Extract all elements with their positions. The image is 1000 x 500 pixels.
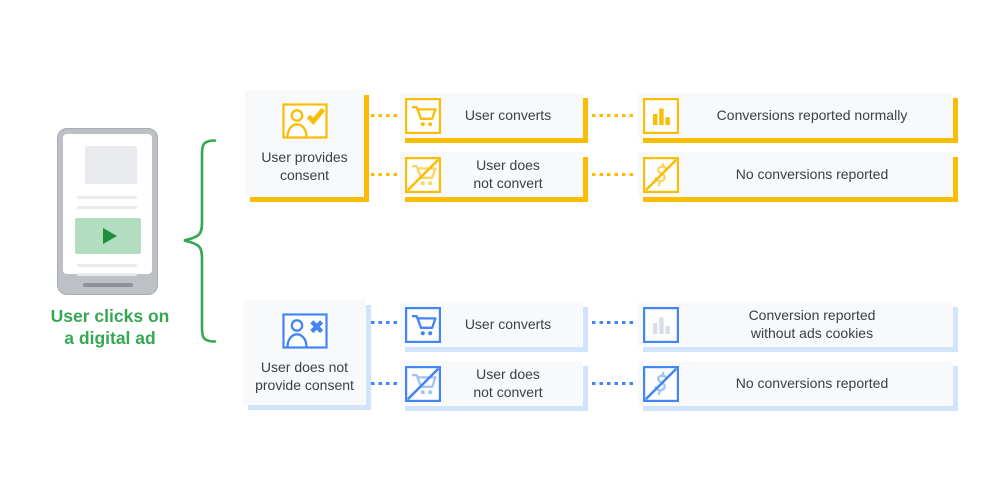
device-caption: User clicks on a digital ad [50,306,170,349]
phone-screen [63,134,152,276]
connector-dotted-line [371,382,398,385]
outcome-converts-box: User converts [400,93,583,138]
cart-icon [405,97,441,134]
consent-not-provided-box: User does not provide consent [243,300,366,405]
outcome-label: User does not convert [473,366,543,400]
consent-not-provided-label: User does not provide consent [255,359,354,394]
ad-banner-placeholder [85,146,137,184]
connector-dotted-line [592,321,634,324]
consent-provided-label: User provides consent [261,149,348,184]
person-x-icon [281,313,328,349]
outcome-converts-box: User converts [400,302,583,347]
smartphone-icon [57,128,158,295]
video-ad-placeholder [75,218,141,254]
connector-dotted-line [592,173,634,176]
result-label: Conversions reported normally [716,106,908,123]
result-label: Conversion reported without ads cookies [748,307,876,341]
connector-dotted-line [592,114,634,117]
consent-provided-box: User provides consent [245,90,364,197]
text-line-placeholder [77,196,137,199]
outcome-label: User does not convert [473,157,543,191]
text-line-placeholder [77,264,137,267]
bar-chart-icon [643,97,679,134]
result-label: No conversions reported [735,374,889,391]
outcome-label: User converts [464,106,552,123]
result-reported-normally-box: Conversions reported normally [638,93,953,138]
result-no-conversions-box: No conversions reported [638,361,953,406]
text-line-placeholder [77,273,137,276]
bar-chart-muted-icon [643,306,679,343]
connector-dotted-line [592,382,634,385]
connector-dotted-line [371,321,398,324]
connector-dotted-line [371,173,398,176]
play-triangle-icon [103,228,117,244]
outcome-no-convert-box: User does not convert [400,361,583,406]
person-check-icon [281,103,328,139]
home-bar [82,282,133,287]
result-no-conversions-box: No conversions reported [638,152,953,197]
result-label: No conversions reported [735,165,889,182]
text-line-placeholder [77,206,137,209]
curly-brace-icon [183,139,217,343]
dollar-slash-icon [643,365,679,402]
result-reported-without-cookies-box: Conversion reported without ads cookies [638,302,953,347]
connector-dotted-line [371,114,398,117]
cart-slash-icon [405,365,441,402]
dollar-slash-icon [643,156,679,193]
cart-slash-icon [405,156,441,193]
outcome-no-convert-box: User does not convert [400,152,583,197]
outcome-label: User converts [464,315,552,332]
cart-icon [405,306,441,343]
